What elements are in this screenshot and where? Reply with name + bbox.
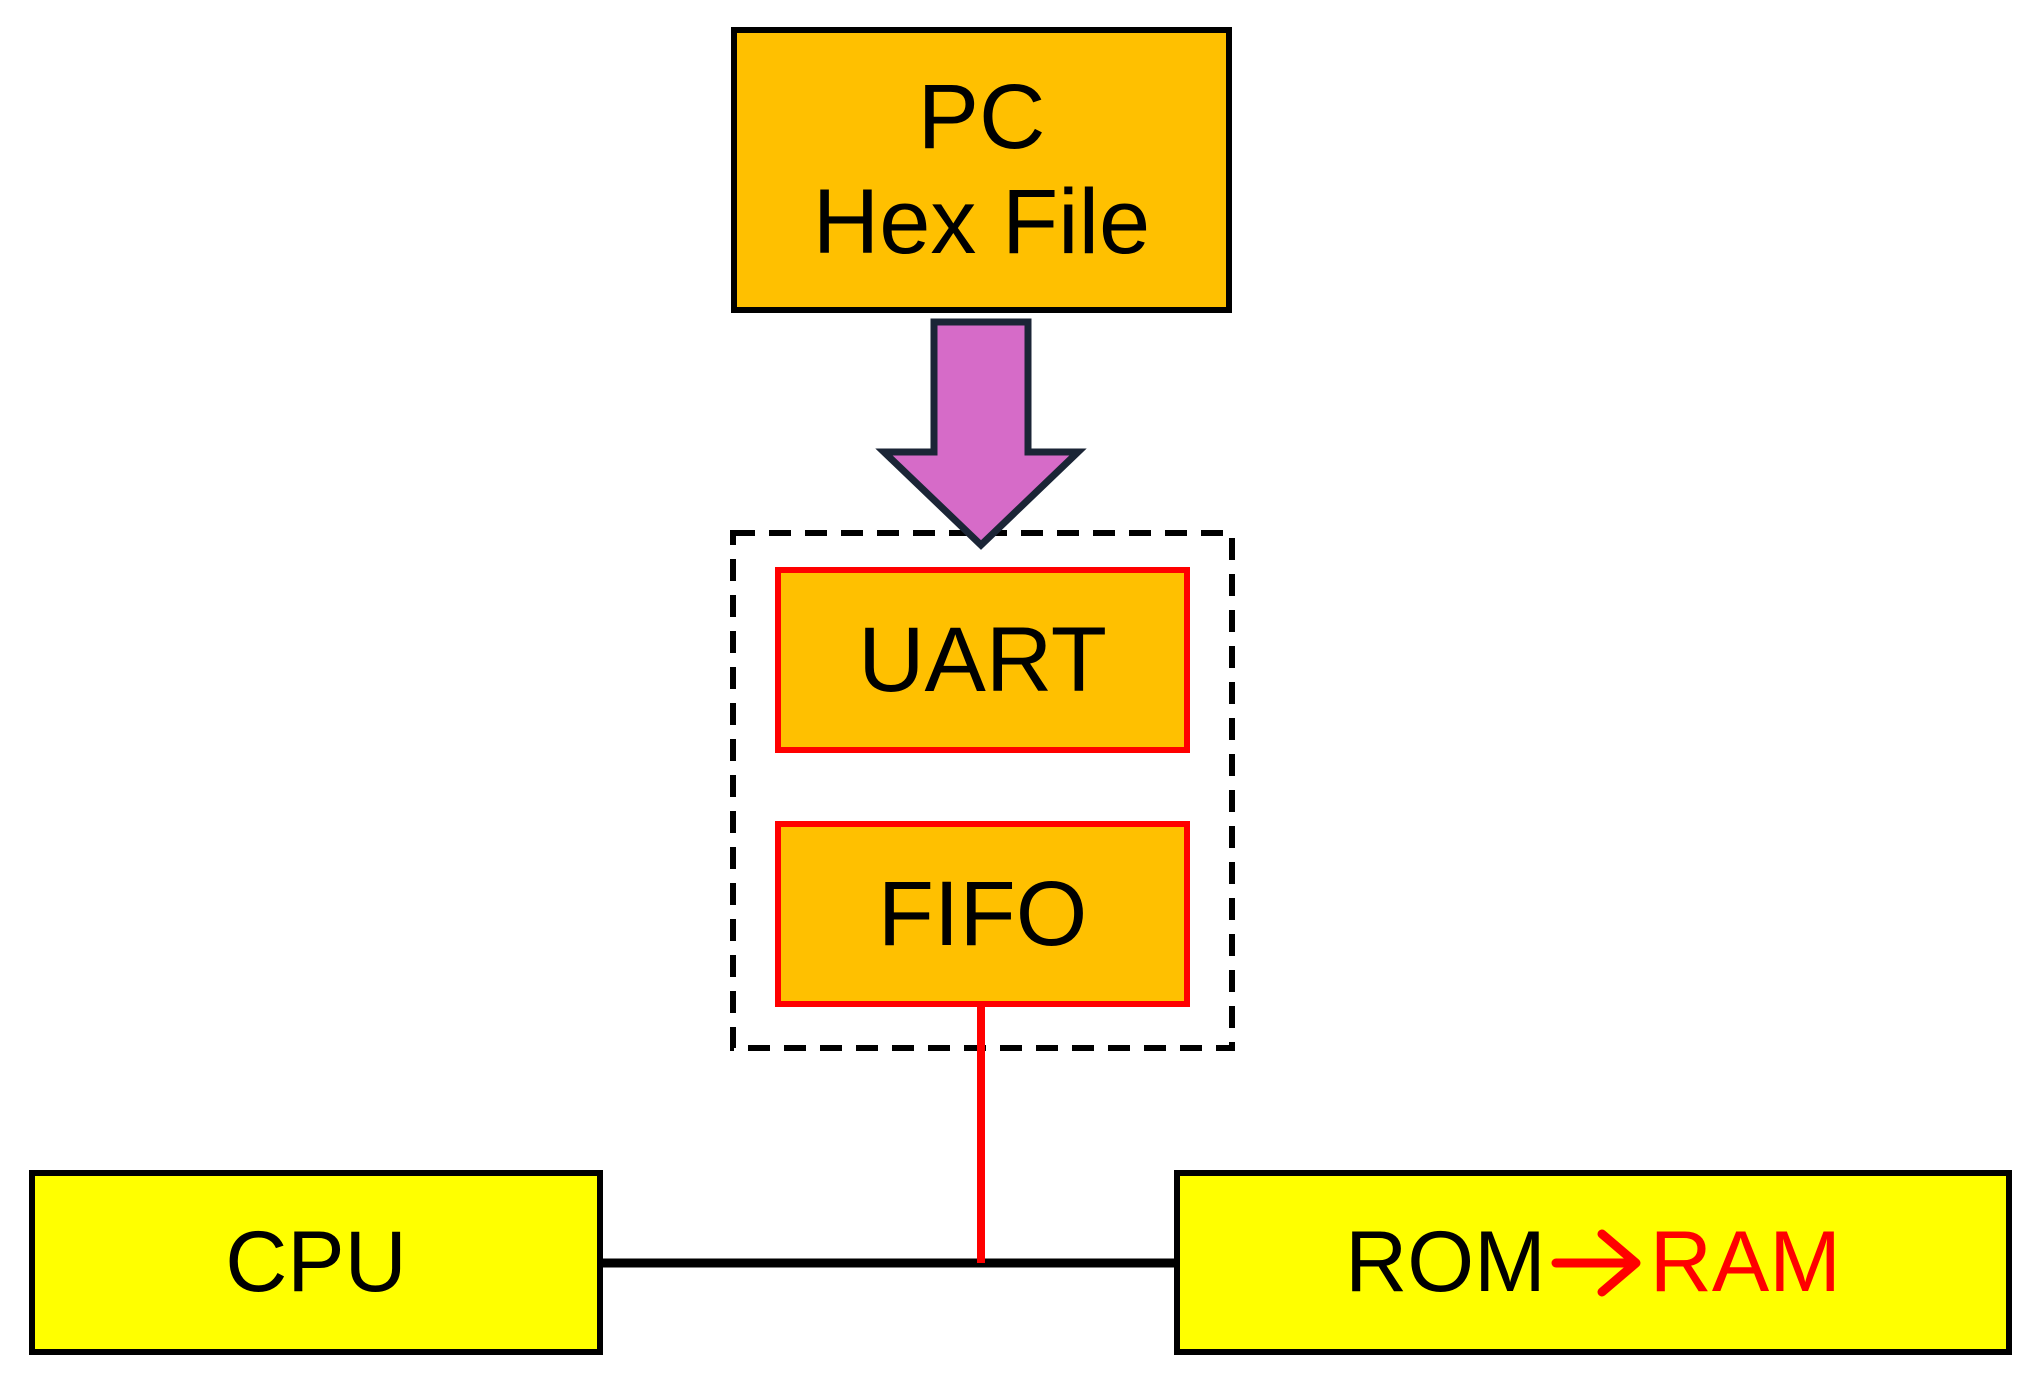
rom-label: ROM xyxy=(1345,1214,1546,1311)
cpu-label: CPU xyxy=(225,1214,407,1311)
uart-label: UART xyxy=(858,608,1107,711)
fifo-label: FIFO xyxy=(877,862,1088,965)
fifo-box: FIFO xyxy=(775,821,1190,1007)
arrow-down-icon xyxy=(875,318,1087,550)
pc-hex-file-box: PC Hex File xyxy=(731,27,1232,313)
pc-label: PC xyxy=(917,66,1046,169)
uart-box: UART xyxy=(775,567,1190,753)
rom-ram-box: ROM RAM xyxy=(1174,1170,2012,1355)
hex-file-label: Hex File xyxy=(812,171,1151,273)
cpu-box: CPU xyxy=(29,1170,603,1355)
rom-ram-row: ROM RAM xyxy=(1345,1213,1841,1311)
ram-label: RAM xyxy=(1649,1214,1841,1311)
arrow-right-icon xyxy=(1551,1229,1641,1296)
